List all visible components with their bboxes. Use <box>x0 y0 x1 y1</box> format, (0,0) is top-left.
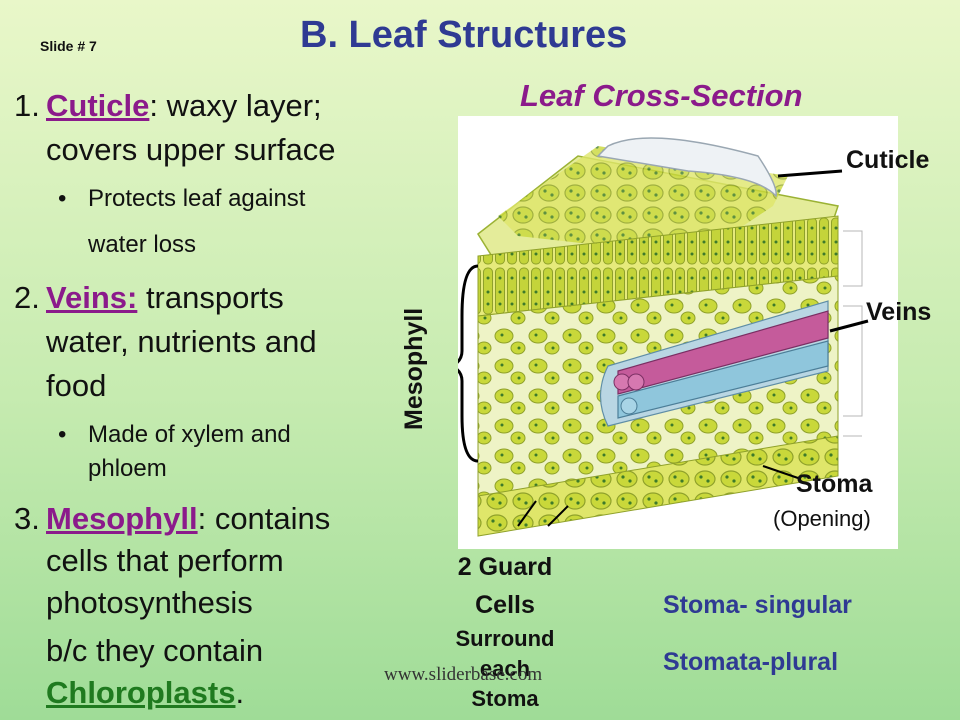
item-text: . <box>235 675 245 710</box>
bullet-dot: • <box>58 421 67 448</box>
xylem-end <box>627 373 645 391</box>
item-number: 1. <box>14 88 40 123</box>
item-text: cells that perform <box>46 543 284 578</box>
label-guard-cells: 2 Guard Cells Surround each Stoma <box>430 548 580 714</box>
stoma-pointer <box>762 465 799 479</box>
guard-cell-pointer <box>517 500 537 527</box>
item-mesophyll: 3.Mesophyll: contains cells that perform… <box>14 498 330 714</box>
watermark: www.sliderbase.com <box>384 664 543 685</box>
term-chloroplasts: Chloroplasts <box>46 675 236 710</box>
label-mesophyll: Mesophyll <box>400 307 428 430</box>
guard-line: Stoma <box>471 686 539 711</box>
guard-line: each <box>479 656 531 681</box>
item-text: : contains <box>197 501 331 536</box>
veins-pointer <box>829 319 869 333</box>
bullet-text: Protects leaf against <box>88 185 306 212</box>
item-text: water, nutrients and <box>46 324 317 359</box>
label-stoma-opening: (Opening) <box>773 506 871 531</box>
term-veins: Veins: <box>46 280 138 315</box>
item-cuticle: 1.Cuticle: waxy layer; covers upper surf… <box>14 84 335 172</box>
note-stoma-singular: Stoma- singular <box>663 591 852 619</box>
item-text: b/c they contain <box>46 633 264 668</box>
item-text: food <box>46 368 107 403</box>
bullet-cuticle: • Protects leaf against water loss <box>58 176 305 268</box>
bullet-text: Made of xylem and <box>88 421 291 448</box>
cuticle-layer <box>596 137 777 198</box>
guard-line: 2 Guard <box>457 553 553 581</box>
label-stoma: Stoma <box>796 470 873 498</box>
phloem-tubes <box>617 340 829 419</box>
bullet-veins: • Made of xylem and phloem <box>58 418 291 486</box>
layer-guides <box>843 230 863 437</box>
term-mesophyll: Mesophyll <box>46 501 198 536</box>
bullet-text: phloem <box>88 455 167 482</box>
item-text-line: Chloroplasts. <box>14 672 330 714</box>
slide-title: B. Leaf Structures <box>300 14 628 56</box>
guard-line: Cells <box>475 591 535 619</box>
lower-epidermis <box>477 435 839 537</box>
item-number: 2. <box>14 280 40 315</box>
term-cuticle: Cuticle <box>46 88 150 123</box>
cuticle-pointer <box>777 169 843 178</box>
note-stomata-plural: Stomata-plural <box>663 648 839 676</box>
phloem-end <box>620 397 638 415</box>
item-text: transports <box>137 280 284 315</box>
leaf-cross-section-diagram <box>458 137 869 537</box>
label-cuticle: Cuticle <box>846 146 930 174</box>
item-text: photosynthesis <box>46 585 253 620</box>
item-text: covers upper surface <box>46 132 336 167</box>
slide-number: Slide # 7 <box>40 38 97 54</box>
mesophyll-bracket <box>458 264 479 463</box>
item-veins: 2.Veins: transports water, nutrients and… <box>14 276 317 408</box>
guard-line: Surround <box>455 626 555 651</box>
bullet-text: water loss <box>88 231 197 258</box>
bullet-dot: • <box>58 185 67 212</box>
item-text: : waxy layer; <box>149 88 322 123</box>
label-veins: Veins <box>866 298 932 326</box>
item-number: 3. <box>14 501 40 536</box>
guard-cell-pointer <box>547 505 569 527</box>
diagram-title: Leaf Cross-Section <box>520 78 803 113</box>
